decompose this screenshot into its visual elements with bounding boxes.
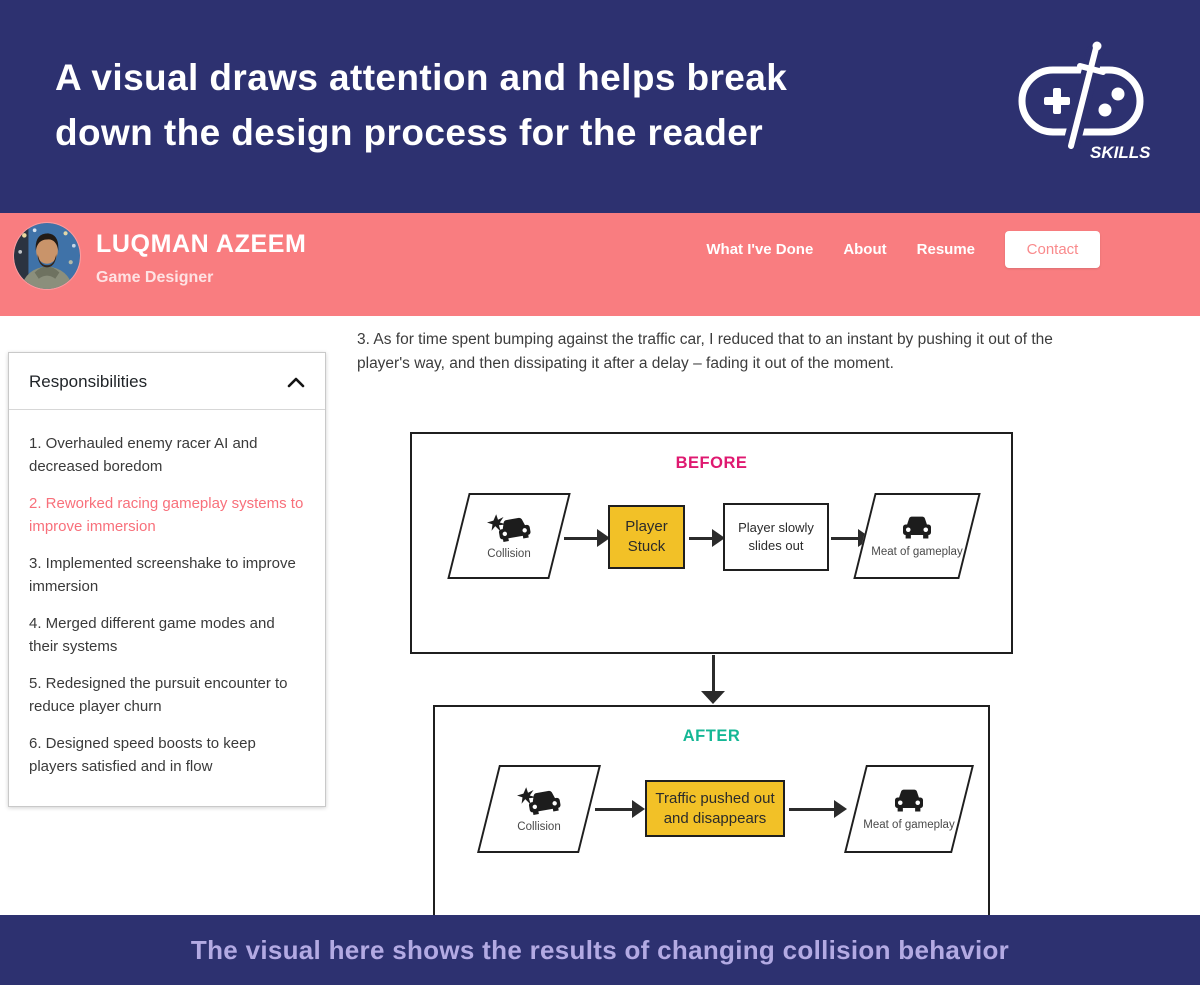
- profile-role: Game Designer: [96, 269, 214, 286]
- nav-link-about[interactable]: About: [843, 240, 887, 258]
- list-item[interactable]: 6. Designed speed boosts to keep players…: [29, 735, 256, 775]
- meat-of-gameplay-node: Meat of gameplay: [844, 765, 974, 853]
- traffic-pushed-node: Traffic pushed out and disappears: [645, 780, 785, 837]
- chevron-up-icon: [287, 377, 305, 388]
- meat-of-gameplay-label: Meat of gameplay: [871, 545, 963, 558]
- flow-arrow: [789, 800, 847, 818]
- profile-name: LUQMAN AZEEM: [96, 230, 307, 258]
- flow-arrow: [564, 529, 610, 547]
- meat-of-gameplay-label: Meat of gameplay: [863, 818, 955, 831]
- footer-banner: The visual here shows the results of cha…: [0, 915, 1200, 985]
- contact-button[interactable]: Contact: [1005, 230, 1100, 268]
- list-item-active[interactable]: 2. Reworked racing gameplay systems to i…: [29, 495, 304, 535]
- avatar-photo: [14, 223, 80, 289]
- meat-of-gameplay-node: Meat of gameplay: [853, 493, 981, 579]
- after-flow-box: AFTER Collision: [433, 705, 990, 935]
- collision-node: Collision: [447, 493, 571, 579]
- banner-title: A visual draws attention and helps break…: [55, 50, 787, 160]
- before-flow-box: BEFORE Collision: [410, 432, 1013, 654]
- gd-skills-logo: SKILLS: [1008, 38, 1158, 176]
- car-icon: [895, 789, 923, 811]
- navbar: LUQMAN AZEEM Game Designer What I've Don…: [0, 213, 1200, 316]
- car-icon: [903, 516, 931, 538]
- gamepad-sword-logo-icon: SKILLS: [1018, 41, 1151, 162]
- car-crash-icon: [487, 513, 531, 542]
- collision-label: Collision: [517, 820, 561, 833]
- nav-link-resume[interactable]: Resume: [916, 240, 975, 258]
- list-item[interactable]: 5. Redesigned the pursuit encounter to r…: [29, 675, 288, 715]
- responsibilities-card: Responsibilities 1. Overhauled enemy rac…: [8, 352, 326, 807]
- main-content: 3. As for time spent bumping against the…: [0, 316, 1200, 935]
- car-crash-icon: [517, 786, 561, 815]
- footer-caption: The visual here shows the results of cha…: [190, 934, 1010, 965]
- before-after-arrow: [701, 655, 725, 704]
- list-item[interactable]: 1. Overhauled enemy racer AI and decreas…: [29, 435, 258, 475]
- banner-title-line2: down the design process for the reader: [55, 112, 764, 153]
- banner-title-line1: A visual draws attention and helps break: [55, 57, 788, 98]
- body-paragraph: 3. As for time spent bumping against the…: [357, 331, 1053, 372]
- avatar[interactable]: [14, 223, 80, 289]
- responsibilities-title: Responsibilities: [29, 372, 148, 391]
- before-title: BEFORE: [675, 454, 748, 472]
- top-banner: A visual draws attention and helps break…: [0, 0, 1200, 213]
- player-stuck-node: Player Stuck: [608, 505, 685, 569]
- list-item[interactable]: 4. Merged different game modes and their…: [29, 615, 275, 655]
- responsibilities-list: 1. Overhauled enemy racer AI and decreas…: [9, 410, 325, 806]
- logo-skills-text: SKILLS: [1090, 143, 1151, 162]
- collision-node: Collision: [477, 765, 601, 853]
- nav-link-what-ive-done[interactable]: What I've Done: [706, 240, 814, 258]
- after-title: AFTER: [682, 727, 741, 745]
- flow-arrow: [595, 800, 645, 818]
- flow-arrow: [689, 529, 725, 547]
- list-item[interactable]: 3. Implemented screenshake to improve im…: [29, 555, 296, 595]
- collision-label: Collision: [487, 547, 531, 560]
- player-slides-node: Player slowly slides out: [723, 503, 829, 571]
- nav-links: What I've Done About Resume Contact: [706, 213, 1100, 285]
- responsibilities-header[interactable]: Responsibilities: [9, 353, 325, 410]
